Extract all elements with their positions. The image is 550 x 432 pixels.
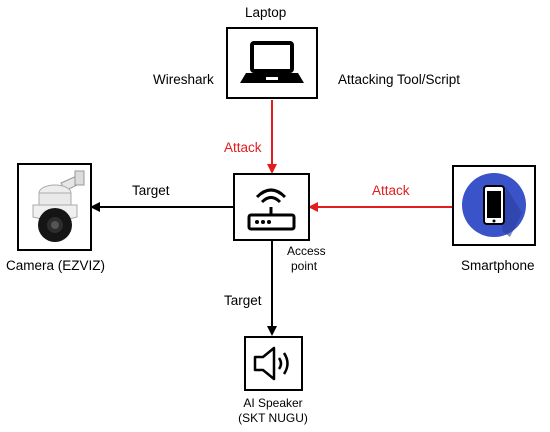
wireshark-label: Wireshark bbox=[153, 72, 214, 87]
speaker-label-line1: AI Speaker bbox=[243, 396, 303, 410]
camera-node bbox=[17, 163, 92, 251]
laptop-title: Laptop bbox=[245, 5, 287, 20]
laptop-node bbox=[226, 27, 318, 99]
access-point-label-line1: Access bbox=[287, 244, 326, 258]
target-label-camera: Target bbox=[132, 183, 170, 198]
camera-label: Camera (EZVIZ) bbox=[6, 258, 106, 273]
speaker-label-line2: (SKT NUGU) bbox=[238, 411, 308, 425]
ptz-camera-icon bbox=[32, 170, 85, 242]
smartphone-label: Smartphone bbox=[461, 258, 535, 273]
wifi-router-icon bbox=[247, 188, 296, 231]
speaker-icon bbox=[253, 346, 289, 381]
speaker-node bbox=[244, 336, 303, 391]
router-node bbox=[233, 173, 310, 241]
attack-label-laptop: Attack bbox=[224, 140, 262, 155]
target-label-speaker: Target bbox=[224, 293, 262, 308]
laptop-icon bbox=[240, 41, 304, 83]
attack-label-phone: Attack bbox=[372, 183, 410, 198]
access-point-label-line2: point bbox=[291, 259, 318, 273]
smartphone-node bbox=[452, 165, 536, 246]
attacking-tool-label: Attacking Tool/Script bbox=[338, 72, 461, 87]
smartphone-icon bbox=[462, 173, 526, 237]
